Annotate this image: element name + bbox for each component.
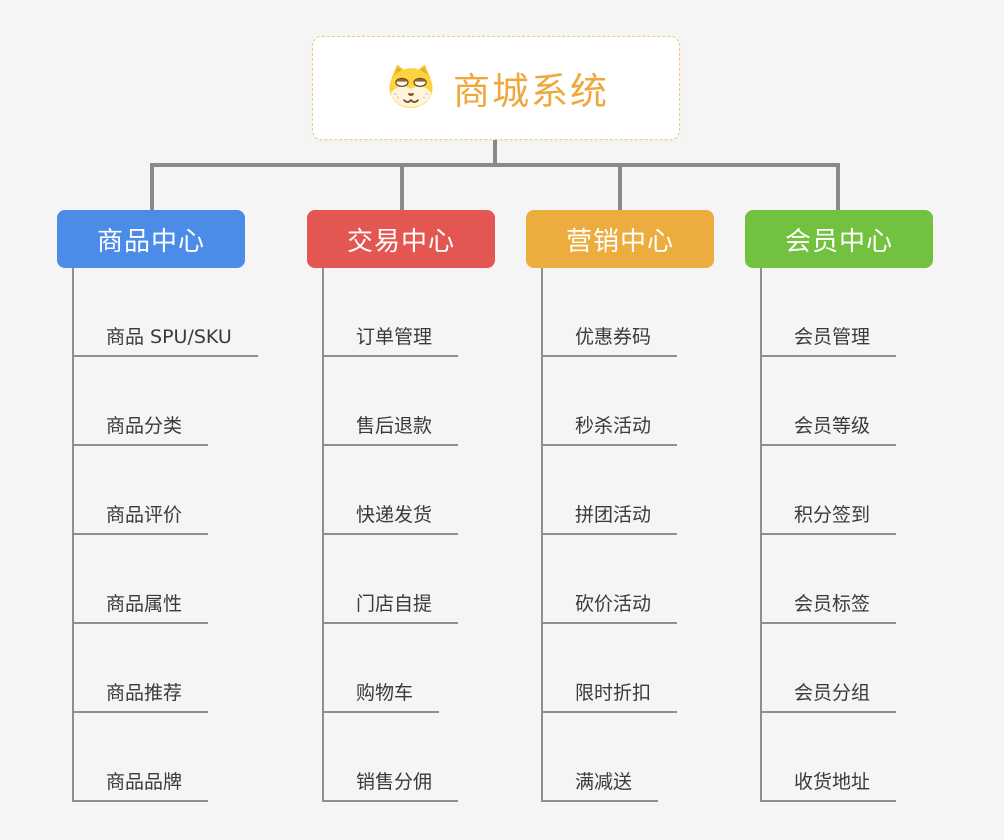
leaf-node[interactable]: 订单管理 <box>322 322 459 357</box>
leaf-node[interactable]: 拼团活动 <box>541 500 678 535</box>
list-item: 积分签到 <box>745 446 995 535</box>
column-spine <box>760 268 762 802</box>
column-marketing: 优惠券码 秒杀活动 拼团活动 砍价活动 限时折扣 满减送 <box>526 268 776 802</box>
leaf-node[interactable]: 砍价活动 <box>541 589 678 624</box>
leaf-node[interactable]: 会员管理 <box>760 322 897 357</box>
list-item: 会员等级 <box>745 357 995 446</box>
list-item: 限时折扣 <box>526 624 776 713</box>
list-item: 门店自提 <box>307 535 557 624</box>
leaf-node[interactable]: 秒杀活动 <box>541 411 678 446</box>
root-node[interactable]: 商城系统 <box>312 36 680 140</box>
column-trade: 订单管理 售后退款 快递发货 门店自提 购物车 销售分佣 <box>307 268 557 802</box>
list-item: 会员管理 <box>745 268 995 357</box>
connector-drop-trade <box>400 167 404 210</box>
branch-label: 营销中心 <box>565 226 674 257</box>
column-spine <box>541 268 543 802</box>
list-item: 收货地址 <box>745 713 995 802</box>
list-item: 订单管理 <box>307 268 557 357</box>
branch-label: 会员中心 <box>784 226 893 257</box>
branch-member-center[interactable]: 会员中心 <box>745 210 933 268</box>
list-item: 商品属性 <box>57 535 307 624</box>
leaf-node[interactable]: 会员分组 <box>760 678 897 713</box>
leaf-node[interactable]: 会员标签 <box>760 589 897 624</box>
leaf-node[interactable]: 售后退款 <box>322 411 459 446</box>
leaf-node[interactable]: 收货地址 <box>760 767 897 802</box>
list-item: 快递发货 <box>307 446 557 535</box>
connector-drop-member <box>836 167 840 210</box>
branch-products-center[interactable]: 商品中心 <box>57 210 245 268</box>
list-item: 商品推荐 <box>57 624 307 713</box>
list-item: 商品分类 <box>57 357 307 446</box>
list-item: 商品品牌 <box>57 713 307 802</box>
leaf-node[interactable]: 商品 SPU/SKU <box>72 322 258 357</box>
column-spine <box>72 268 74 802</box>
leaf-node[interactable]: 商品评价 <box>72 500 209 535</box>
column-member: 会员管理 会员等级 积分签到 会员标签 会员分组 收货地址 <box>745 268 995 802</box>
list-item: 会员分组 <box>745 624 995 713</box>
leaf-node[interactable]: 积分签到 <box>760 500 897 535</box>
list-item: 销售分佣 <box>307 713 557 802</box>
leaf-node[interactable]: 满减送 <box>541 767 659 802</box>
root-node-label: 商城系统 <box>453 70 609 113</box>
list-item: 商品 SPU/SKU <box>57 268 307 357</box>
list-item: 拼团活动 <box>526 446 776 535</box>
connector-root-drop <box>493 140 497 167</box>
list-item: 砍价活动 <box>526 535 776 624</box>
leaf-node[interactable]: 优惠券码 <box>541 322 678 357</box>
leaf-node[interactable]: 限时折扣 <box>541 678 678 713</box>
branch-label: 商品中心 <box>96 226 205 257</box>
leaf-node[interactable]: 快递发货 <box>322 500 459 535</box>
connector-drop-marketing <box>618 167 622 210</box>
column-products: 商品 SPU/SKU 商品分类 商品评价 商品属性 商品推荐 商品品牌 <box>57 268 307 802</box>
connector-horizontal <box>150 163 840 167</box>
shiba-dog-icon <box>389 64 433 108</box>
column-spine <box>322 268 324 802</box>
leaf-node[interactable]: 购物车 <box>322 678 440 713</box>
list-item: 满减送 <box>526 713 776 802</box>
leaf-node[interactable]: 会员等级 <box>760 411 897 446</box>
leaf-node[interactable]: 门店自提 <box>322 589 459 624</box>
list-item: 购物车 <box>307 624 557 713</box>
branch-label: 交易中心 <box>346 226 455 257</box>
branch-marketing-center[interactable]: 营销中心 <box>526 210 714 268</box>
leaf-node[interactable]: 商品品牌 <box>72 767 209 802</box>
list-item: 优惠券码 <box>526 268 776 357</box>
list-item: 会员标签 <box>745 535 995 624</box>
leaf-node[interactable]: 商品推荐 <box>72 678 209 713</box>
list-item: 商品评价 <box>57 446 307 535</box>
leaf-node[interactable]: 商品属性 <box>72 589 209 624</box>
branch-trade-center[interactable]: 交易中心 <box>307 210 495 268</box>
list-item: 秒杀活动 <box>526 357 776 446</box>
leaf-node[interactable]: 商品分类 <box>72 411 209 446</box>
leaf-node[interactable]: 销售分佣 <box>322 767 459 802</box>
list-item: 售后退款 <box>307 357 557 446</box>
connector-drop-products <box>150 167 154 210</box>
